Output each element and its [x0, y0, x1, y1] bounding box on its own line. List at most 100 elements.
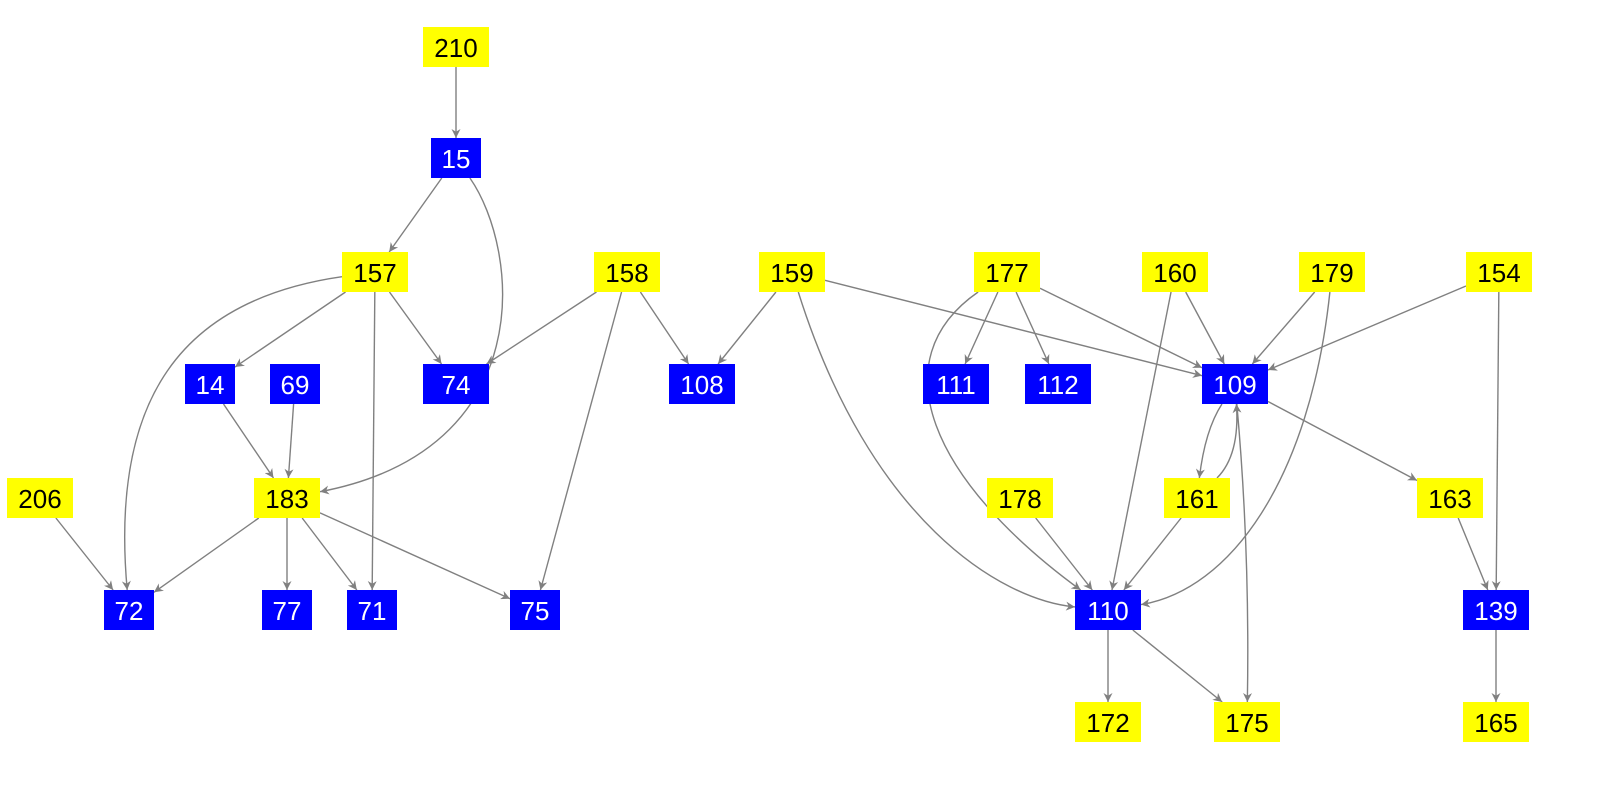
node-label-108: 108	[680, 370, 723, 400]
node-161: 161	[1164, 478, 1230, 518]
node-box-109	[1202, 364, 1268, 404]
edge-160-to-109	[1185, 291, 1225, 365]
edge-161-to-110	[1123, 517, 1182, 591]
node-label-160: 160	[1153, 258, 1196, 288]
node-box-158	[594, 252, 660, 292]
node-box-160	[1142, 252, 1208, 292]
edge-157-to-14	[234, 291, 346, 368]
edge-154-to-139	[1491, 291, 1501, 591]
node-165: 165	[1463, 702, 1529, 742]
node-box-177	[974, 252, 1040, 292]
node-72: 72	[104, 590, 154, 630]
node-label-69: 69	[281, 370, 310, 400]
node-179: 179	[1299, 252, 1365, 292]
node-label-159: 159	[770, 258, 813, 288]
edge-206-to-72	[55, 517, 114, 591]
edge-183-to-72	[153, 517, 260, 593]
node-box-157	[342, 252, 408, 292]
node-139: 139	[1463, 590, 1529, 630]
edge-183-to-71	[301, 517, 358, 591]
node-box-154	[1466, 252, 1532, 292]
node-172: 172	[1075, 702, 1141, 742]
node-154: 154	[1466, 252, 1532, 292]
node-label-154: 154	[1477, 258, 1520, 288]
node-label-179: 179	[1310, 258, 1353, 288]
node-label-157: 157	[353, 258, 396, 288]
edge-159-to-108	[717, 291, 777, 365]
edge-158-to-108	[639, 291, 690, 365]
node-112: 112	[1025, 364, 1091, 404]
node-box-77	[262, 590, 312, 630]
edge-179-to-109	[1251, 291, 1316, 365]
node-label-139: 139	[1474, 596, 1517, 626]
edge-109-to-175	[1236, 403, 1253, 703]
edge-154-to-109	[1267, 285, 1467, 371]
node-15: 15	[431, 138, 481, 178]
node-183: 183	[254, 478, 320, 518]
node-163: 163	[1417, 478, 1483, 518]
edges-layer	[55, 67, 1501, 703]
node-label-158: 158	[605, 258, 648, 288]
node-box-72	[104, 590, 154, 630]
edge-157-to-74	[388, 291, 443, 365]
edge-158-to-74	[486, 291, 597, 365]
node-label-172: 172	[1086, 708, 1129, 738]
edge-159-to-109	[824, 279, 1203, 378]
node-box-112	[1025, 364, 1091, 404]
edge-157-to-71	[367, 291, 377, 591]
node-box-161	[1164, 478, 1230, 518]
node-box-175	[1214, 702, 1280, 742]
edge-109-to-161	[1195, 403, 1223, 479]
edge-177-to-109	[1039, 287, 1203, 369]
node-109: 109	[1202, 364, 1268, 404]
node-label-183: 183	[265, 484, 308, 514]
node-74: 74	[423, 364, 489, 404]
node-box-210	[423, 27, 489, 67]
node-label-161: 161	[1175, 484, 1218, 514]
edge-69-to-183	[284, 403, 295, 479]
node-157: 157	[342, 252, 408, 292]
node-label-75: 75	[521, 596, 550, 626]
node-box-69	[270, 364, 320, 404]
node-box-159	[759, 252, 825, 292]
node-box-172	[1075, 702, 1141, 742]
edge-177-to-110	[926, 291, 1082, 591]
node-box-71	[347, 590, 397, 630]
node-box-179	[1299, 252, 1365, 292]
node-box-183	[254, 478, 320, 518]
node-label-15: 15	[442, 144, 471, 174]
node-box-74	[423, 364, 489, 404]
edge-183-to-75	[319, 512, 511, 600]
node-label-74: 74	[442, 370, 471, 400]
node-178: 178	[987, 478, 1053, 518]
edge-178-to-110	[1035, 517, 1093, 591]
edge-161-to-109	[1216, 403, 1242, 479]
node-box-163	[1417, 478, 1483, 518]
node-71: 71	[347, 590, 397, 630]
node-box-178	[987, 478, 1053, 518]
nodes-layer: 210 15 157 158 159 177 160 179 154 14 69 74 108 111 11…	[7, 27, 1532, 742]
node-label-178: 178	[998, 484, 1041, 514]
node-box-139	[1463, 590, 1529, 630]
node-box-75	[510, 590, 560, 630]
edge-15-to-157	[388, 177, 443, 253]
node-110: 110	[1075, 590, 1141, 630]
edge-109-to-163	[1267, 400, 1418, 482]
edge-14-to-183	[222, 403, 275, 479]
node-box-15	[431, 138, 481, 178]
node-box-110	[1075, 590, 1141, 630]
node-label-210: 210	[434, 33, 477, 63]
node-box-206	[7, 478, 73, 518]
node-label-72: 72	[115, 596, 144, 626]
node-label-109: 109	[1213, 370, 1256, 400]
node-label-77: 77	[273, 596, 302, 626]
edge-160-to-110	[1109, 291, 1172, 591]
edge-177-to-112	[1015, 291, 1050, 365]
node-box-108	[669, 364, 735, 404]
node-14: 14	[185, 364, 235, 404]
node-label-165: 165	[1474, 708, 1517, 738]
node-box-111	[923, 364, 989, 404]
node-label-111: 111	[936, 370, 976, 400]
node-177: 177	[974, 252, 1040, 292]
